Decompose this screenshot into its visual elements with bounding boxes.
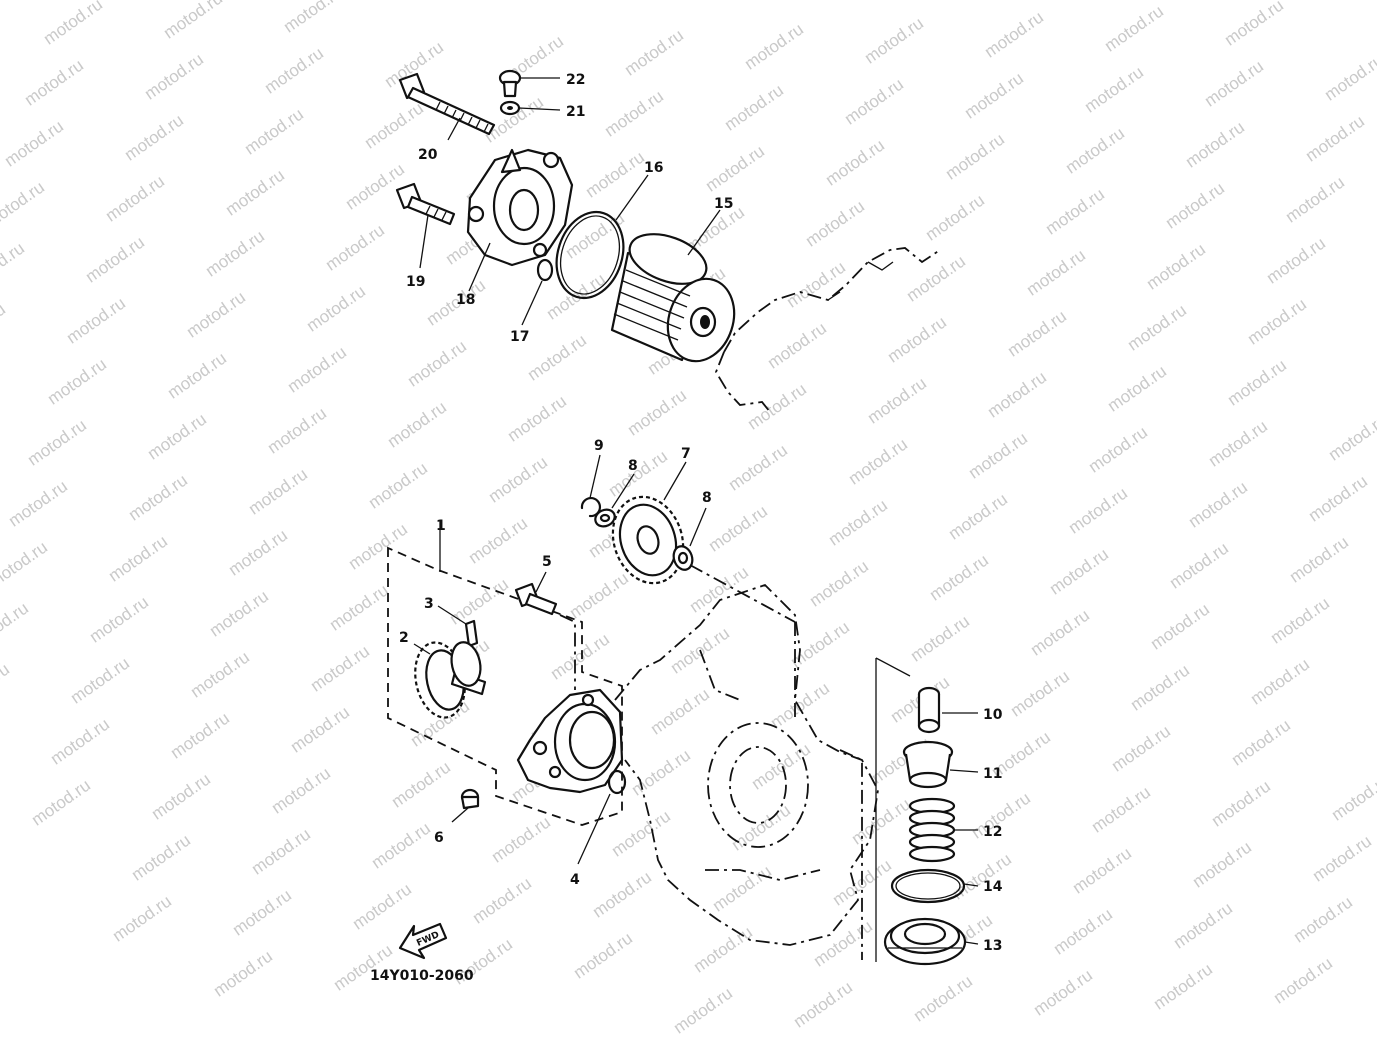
fwd-arrow-icon xyxy=(398,922,448,960)
relief-valve-seat-11 xyxy=(902,740,954,789)
callout-leaders-upper xyxy=(419,77,721,326)
o-ring-16 xyxy=(555,210,625,300)
relief-valve-plunger-10 xyxy=(917,686,941,734)
callout-2: 2 xyxy=(399,630,409,646)
circlip-9 xyxy=(580,496,602,518)
pin-3 xyxy=(464,619,479,648)
callout-16: 16 xyxy=(644,160,663,176)
screw-22 xyxy=(498,69,522,98)
callout-21: 21 xyxy=(566,104,585,120)
callout-7: 7 xyxy=(681,446,691,462)
dowel-6 xyxy=(460,788,480,810)
callout-22: 22 xyxy=(566,72,585,88)
callout-3: 3 xyxy=(424,596,434,612)
callout-18: 18 xyxy=(456,292,475,308)
callout-leaders-lower xyxy=(413,454,979,945)
spring-12 xyxy=(908,797,956,863)
callout-14: 14 xyxy=(983,879,1003,895)
pump-rotor-gear-2 xyxy=(414,641,487,719)
callout-15: 15 xyxy=(714,196,733,212)
callout-20: 20 xyxy=(418,147,438,163)
callout-5: 5 xyxy=(542,554,552,570)
o-ring-17 xyxy=(536,258,554,282)
diagram-code: 14Y010-2060 xyxy=(370,968,474,984)
plug-13 xyxy=(883,917,967,966)
filter-cover-18 xyxy=(466,148,574,267)
callout-17: 17 xyxy=(510,329,529,345)
crankcase-outline xyxy=(614,583,879,946)
o-ring-4 xyxy=(607,769,627,795)
callout-10: 10 xyxy=(983,707,1003,723)
callout-19: 19 xyxy=(406,274,425,290)
callout-6: 6 xyxy=(434,830,444,846)
callout-1: 1 xyxy=(436,518,446,534)
callout-8-left: 8 xyxy=(628,458,638,474)
callout-4: 4 xyxy=(570,872,580,888)
callout-9: 9 xyxy=(594,438,604,454)
bolt-5 xyxy=(514,582,558,616)
oil-filter-element-15 xyxy=(610,233,736,363)
bolt-19 xyxy=(395,182,456,226)
callout-11: 11 xyxy=(983,766,1002,782)
callout-12: 12 xyxy=(983,824,1002,840)
callout-13: 13 xyxy=(983,938,1002,954)
oil-pump-body xyxy=(516,688,624,794)
o-ring-14 xyxy=(890,868,966,904)
pump-drive-gear-7 xyxy=(611,495,685,585)
callout-8-right: 8 xyxy=(702,490,712,506)
bolt-20 xyxy=(398,72,496,136)
